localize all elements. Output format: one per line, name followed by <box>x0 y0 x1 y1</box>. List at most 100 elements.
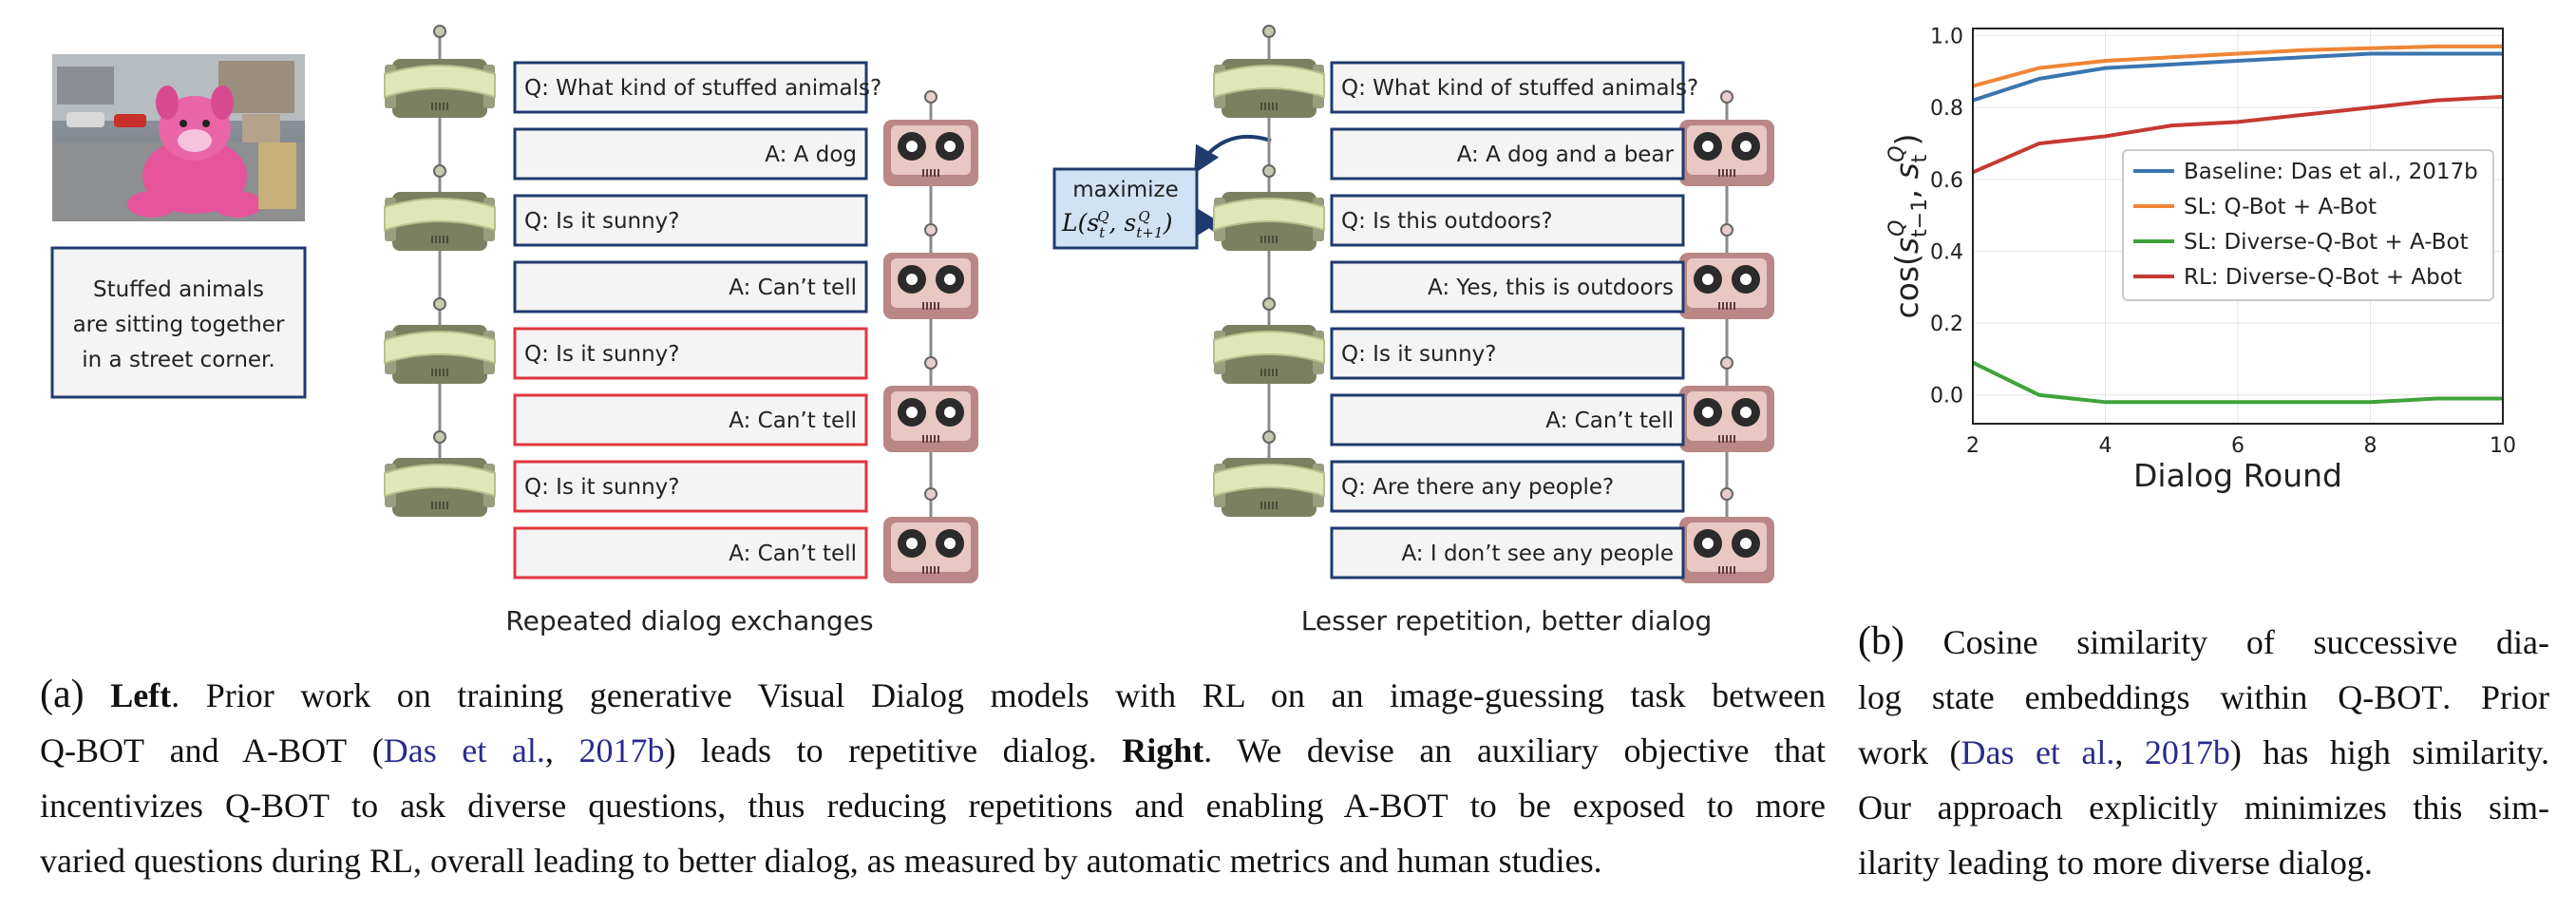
y-tick-label: 1.0 <box>1930 26 1963 49</box>
abot-icon <box>883 120 978 186</box>
x-tick-label: 2 <box>1966 434 1979 458</box>
dialog-text: Q: Is it sunny? <box>524 209 680 234</box>
photo-caption-line: Stuffed animals <box>93 277 264 302</box>
legend-entry: SL: Diverse-Q-Bot + A-Bot <box>2184 230 2469 255</box>
answer-box: A: A dog <box>513 127 868 180</box>
y-tick-label: 0.4 <box>1930 240 1963 264</box>
answer-box: A: Can’t tell <box>513 260 868 314</box>
abot-icon <box>1679 386 1774 452</box>
citation-link[interactable]: Das et al. <box>1960 733 2115 771</box>
caption-b-line: ilarity leading to more diverse dialog. <box>1858 844 2373 882</box>
legend-entry: SL: Q-Bot + A-Bot <box>2184 195 2377 219</box>
caption-a-left-bold: Left <box>110 676 172 714</box>
caption-b-line: work (Das et al., 2017b) has high simila… <box>1858 733 2550 771</box>
caption-a-text: . Prior work on training generative Visu… <box>171 676 1826 714</box>
x-tick-label: 8 <box>2364 434 2377 458</box>
x-axis-label: Dialog Round <box>2133 457 2342 494</box>
dialog-text: Q: Is it sunny? <box>524 342 680 367</box>
citation-link[interactable]: 2017b <box>578 732 665 770</box>
dialog-text: A: A dog and a bear <box>1457 142 1675 167</box>
question-box: Q: What kind of stuffed animals? <box>513 61 881 114</box>
dialog-text: A: A dog <box>765 142 857 167</box>
answer-box: A: Can’t tell <box>513 393 868 446</box>
answer-box: A: Can’t tell <box>513 526 868 580</box>
y-tick-label: 0.2 <box>1930 313 1963 336</box>
series-line <box>1972 44 2503 88</box>
answer-box: A: Can’t tell <box>1330 393 1685 446</box>
caption-a: (a) Left. Prior work on training generat… <box>40 667 1826 888</box>
qbot-icon <box>1213 458 1325 517</box>
objective-label: maximize <box>1072 178 1179 202</box>
question-box: Q: Is it sunny? <box>1330 327 1685 380</box>
x-tick-label: 10 <box>2490 434 2516 458</box>
series-line <box>1972 94 2504 175</box>
photo-caption-box: Stuffed animals are sitting together in … <box>50 246 307 399</box>
question-box: Q: Is this outdoors? <box>1330 194 1685 247</box>
abot-icon <box>1679 517 1774 583</box>
series-line <box>1972 360 2503 405</box>
legend-entry: Baseline: Das et al., 2017b <box>2184 160 2478 184</box>
citation-link[interactable]: 2017b <box>2144 733 2230 771</box>
x-tick-label: 6 <box>2231 434 2245 458</box>
dialog-text: Q: Is it sunny? <box>1341 342 1497 367</box>
dialog-text: Q: Is this outdoors? <box>1341 209 1553 234</box>
question-box: Q: What kind of stuffed animals? <box>1330 61 1698 114</box>
caption-a-line: (a) Left. Prior work on training generat… <box>40 667 1826 723</box>
dialog-text: A: I don’t see any people <box>1401 542 1674 566</box>
abot-icon <box>883 386 978 452</box>
dialog-text: Q: Are there any people? <box>1341 475 1614 500</box>
caption-b-label: (b) <box>1858 619 1904 663</box>
legend-entry: RL: Diverse-Q-Bot + Abot <box>2184 265 2462 290</box>
question-box: Q: Are there any people? <box>1330 460 1685 513</box>
series-line <box>1972 51 2503 103</box>
citation-link[interactable]: Das et al. <box>383 732 545 770</box>
dialog-text: Q: What kind of stuffed animals? <box>1341 76 1698 101</box>
answer-box: A: I don’t see any people <box>1330 526 1685 580</box>
caption-a-line: varied questions during RL, overall lead… <box>40 842 1602 880</box>
right-panel-label: Lesser repetition, better dialog <box>1301 605 1712 636</box>
question-box: Q: Is it sunny? <box>513 460 868 513</box>
dialog-text: A: Can’t tell <box>1545 408 1674 433</box>
left-panel-label: Repeated dialog exchanges <box>505 605 873 636</box>
qbot-icon <box>384 192 496 251</box>
right-dialog-panel: Q: What kind of stuffed animals? A: A dog… <box>1213 25 1774 583</box>
objective-formula: L(stQ, st+1Q) <box>1061 208 1172 241</box>
caption-b: (b) Cosine similarity of successive dia-… <box>1858 614 2549 890</box>
figure: Stuffed animals are sitting together in … <box>50 25 2516 636</box>
dialog-text: A: Can’t tell <box>729 276 857 300</box>
caption-b-line: Our approach explicitly minimizes this s… <box>1858 788 2549 826</box>
y-tick-label: 0.6 <box>1930 169 1963 193</box>
dialog-text: A: Can’t tell <box>729 542 857 566</box>
caption-a-line: Q-BOT and A-BOT (Das et al., 2017b) lead… <box>40 732 1827 770</box>
photo-stuffed-animals <box>52 54 305 221</box>
question-box: Q: Is it sunny? <box>513 327 868 380</box>
question-box: Q: Is it sunny? <box>513 194 868 247</box>
x-tick-label: 4 <box>2099 434 2112 458</box>
objective-box: maximize L(stQ, st+1Q) <box>1052 135 1272 250</box>
caption-b-line: log state embeddings within Q-BOT. Prior <box>1858 678 2549 716</box>
qbot-icon <box>1213 59 1325 118</box>
y-tick-label: 0.0 <box>1930 385 1963 408</box>
dialog-text: A: Yes, this is outdoors <box>1428 276 1674 300</box>
photo-caption-line: in a street corner. <box>82 348 275 372</box>
abot-icon <box>883 253 978 319</box>
y-axis-label: cos(st−1Q, stQ) <box>1885 133 1932 318</box>
caption-a-label: (a) <box>40 673 85 716</box>
qbot-icon <box>1213 325 1325 384</box>
y-tick-label: 0.8 <box>1930 97 1963 121</box>
abot-icon <box>1679 253 1774 319</box>
plot-frame <box>1972 28 2504 425</box>
dialog-text: Q: Is it sunny? <box>524 475 680 500</box>
dialog-text: A: Can’t tell <box>729 408 857 433</box>
caption-a-right-bold: Right <box>1122 732 1204 770</box>
answer-box: A: A dog and a bear <box>1330 127 1685 180</box>
photo-caption-line: are sitting together <box>73 313 285 337</box>
caption-a-line: incentivizes Q-BOT to ask diverse questi… <box>40 787 1827 825</box>
left-dialog-panel: Q: What kind of stuffed animals? A: A dog… <box>384 25 978 583</box>
abot-icon <box>883 517 978 583</box>
qbot-icon <box>1213 192 1325 251</box>
qbot-icon <box>384 458 496 517</box>
abot-icon <box>1679 120 1774 186</box>
